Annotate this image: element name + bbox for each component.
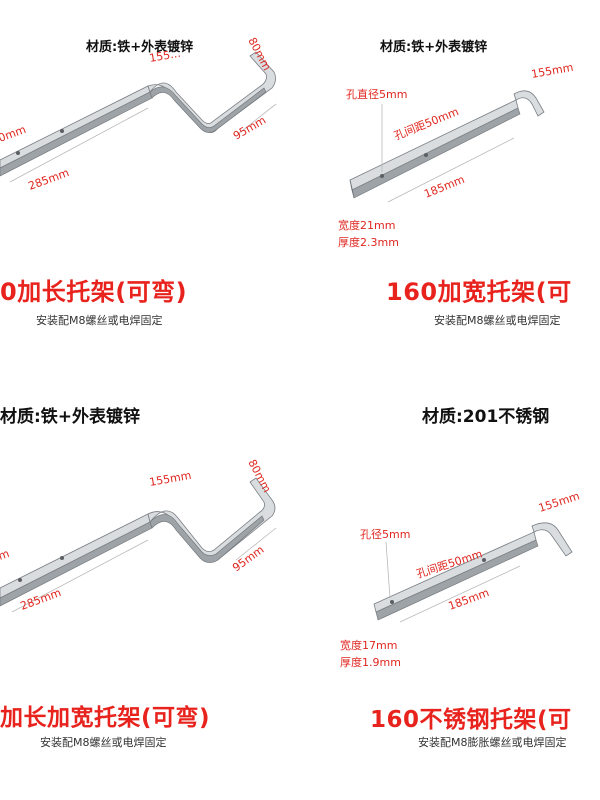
bracket-hook-side <box>149 514 265 563</box>
spec-thickness: 厚度1.9mm <box>340 655 401 669</box>
mount-hole <box>16 151 20 155</box>
dim-top: 155... <box>148 47 181 65</box>
hole-guide <box>385 541 391 599</box>
product-panel-wide-bracket: 材质:铁+外表镀锌 155mm 孔直径5mm 孔间距50mm 185mm 宽度2… <box>300 0 600 400</box>
length-guide <box>387 137 515 203</box>
mount-hole <box>18 578 22 582</box>
material-label: 材质:铁+外表镀锌 <box>380 40 488 55</box>
spec-thickness: 厚度2.3mm <box>338 235 399 249</box>
product-panel-long-wide-bracket: 材质:铁+外表镀锌 155mm 80mm 95mm 285mm m 加长加宽托架… <box>0 400 300 800</box>
bracket-diagram: 155mm 孔直径5mm 孔间距50mm 185mm 宽度21mm 厚度2.3m… <box>338 61 574 249</box>
product-subtitle: 安装配M8螺丝或电焊固定 <box>40 736 167 749</box>
dim-length: 185mm <box>422 173 466 201</box>
length-guide <box>9 107 149 183</box>
drop-guide <box>237 103 277 135</box>
material-label: 材质:铁+外表镀锌 <box>0 407 141 427</box>
dim-hole-diameter: 孔径5mm <box>360 528 410 541</box>
product-subtitle: 安装配M8螺丝或电焊固定 <box>36 314 163 327</box>
mount-hole <box>380 174 384 178</box>
mount-hole <box>482 558 486 562</box>
drop-guide <box>235 527 277 561</box>
mount-hole <box>60 556 64 560</box>
length-guide <box>11 539 149 613</box>
product-title: 160加宽托架(可 <box>386 278 572 306</box>
product-title: 0加长托架(可弯) <box>0 278 188 306</box>
bracket-strip-side <box>0 521 153 607</box>
dim-top: 155mm <box>537 489 581 514</box>
mount-hole <box>424 153 428 157</box>
dim-drop: 95mm <box>231 114 268 143</box>
product-subtitle: 安装配M8螺丝或电焊固定 <box>434 314 561 327</box>
product-panel-stainless-bracket: 材质:201不锈钢 155mm 孔径5mm 孔间距50mm 185mm 宽度17… <box>300 400 600 800</box>
dim-top: 155mm <box>530 61 574 81</box>
dim-left: 0mm <box>0 123 28 145</box>
bracket-diagram: 155mm 孔径5mm 孔间距50mm 185mm 宽度17mm 厚度1.9mm <box>340 489 581 669</box>
product-subtitle: 安装配M8膨胀螺丝或电焊固定 <box>418 736 567 749</box>
dim-length: 285mm <box>27 166 71 193</box>
dim-drop: 95mm <box>230 543 266 574</box>
bracket-diagram: 155... 80mm 95mm 285mm 0mm <box>0 35 277 193</box>
dim-top: 155mm <box>148 469 192 489</box>
bracket-hook-side <box>149 86 267 133</box>
product-panel-long-bracket: 材质:铁+外表镀锌 155... 80mm 95mm 285mm 0mm 0加长… <box>0 0 300 400</box>
dim-hole-diameter: 孔直径5mm <box>346 87 407 101</box>
length-guide <box>399 565 521 623</box>
spec-width: 宽度17mm <box>340 638 397 652</box>
material-label: 材质:201不锈钢 <box>422 407 550 427</box>
material-label: 材质:铁+外表镀锌 <box>86 40 194 55</box>
bracket-bend <box>513 90 545 117</box>
product-title: 加长加宽托架(可弯) <box>0 705 211 731</box>
dim-hook: 80mm <box>245 35 273 72</box>
product-title: 160不锈钢托架(可 <box>370 707 572 733</box>
spec-width: 宽度21mm <box>338 218 395 232</box>
dim-left: m <box>0 547 11 563</box>
bracket-strip <box>0 513 151 599</box>
bracket-bend <box>531 522 573 557</box>
bracket-end <box>349 179 355 199</box>
bracket-strip <box>373 531 537 613</box>
bracket-diagram: 155mm 80mm 95mm 285mm m <box>0 457 277 613</box>
dim-hook: 80mm <box>245 457 273 494</box>
mount-hole <box>390 600 394 604</box>
mount-hole <box>60 129 64 133</box>
